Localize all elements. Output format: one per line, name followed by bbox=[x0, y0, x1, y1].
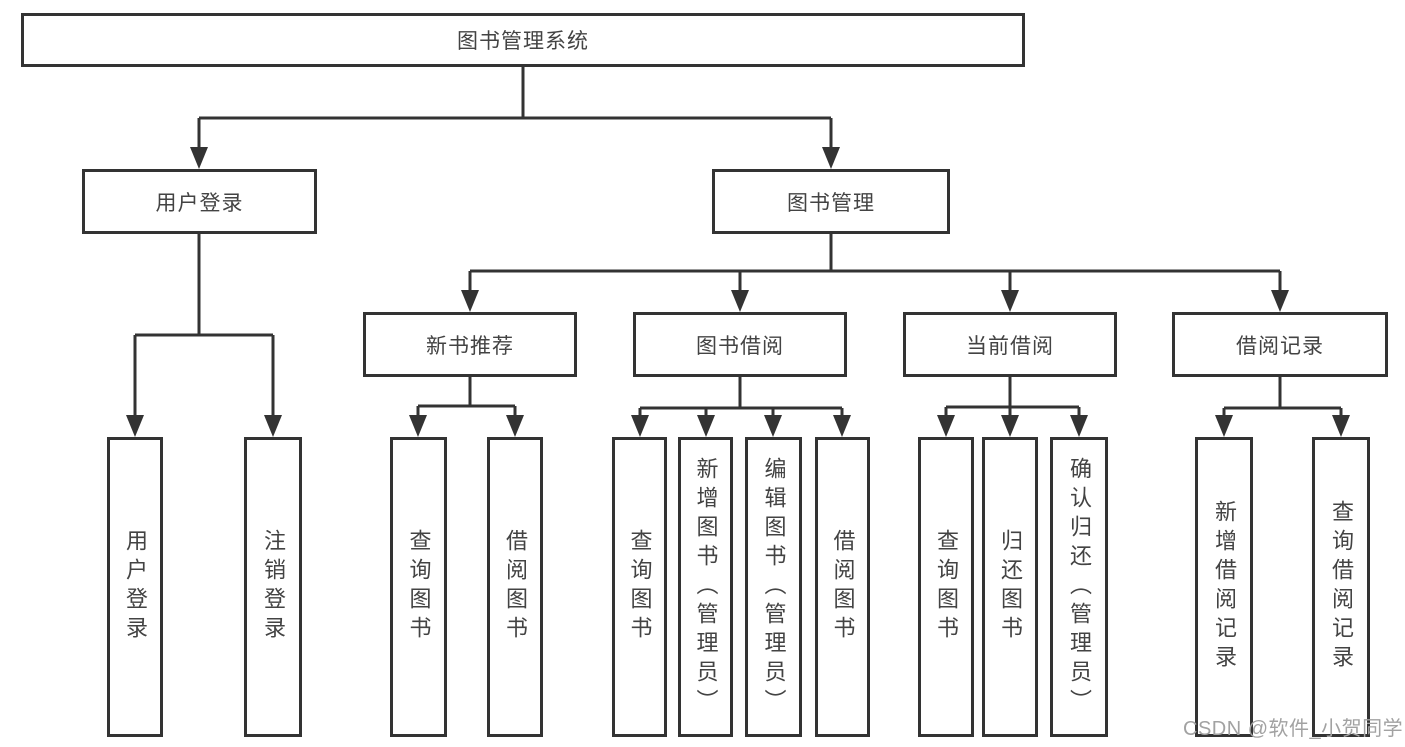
leaf-borrowing-query-books: 查询图书 bbox=[612, 437, 667, 737]
arrowhead bbox=[937, 415, 955, 437]
leaf-borrowing-edit-books-admin: 编辑图书（管理员） bbox=[745, 437, 802, 737]
leaf-logout: 注销登录 bbox=[244, 437, 302, 737]
leaf-records-add-record: 新增借阅记录 bbox=[1195, 437, 1253, 737]
csdn-watermark: CSDN @软件_小贺同学 bbox=[1183, 718, 1404, 740]
leaf-borrowing-borrow-books: 借阅图书 bbox=[815, 437, 870, 737]
arrowhead bbox=[833, 415, 851, 437]
node-book-management: 图书管理 bbox=[712, 169, 950, 234]
arrowhead bbox=[1001, 290, 1019, 312]
node-current-borrowing: 当前借阅 bbox=[903, 312, 1117, 377]
node-borrowing-records: 借阅记录 bbox=[1172, 312, 1388, 377]
connector-user-login-children bbox=[126, 234, 282, 437]
arrowhead bbox=[822, 147, 840, 169]
connector-borrowing-records-children bbox=[1215, 377, 1350, 437]
arrowhead bbox=[190, 147, 208, 169]
arrowhead bbox=[1271, 290, 1289, 312]
arrowhead bbox=[697, 415, 715, 437]
leaf-borrowing-add-books-admin: 新增图书（管理员） bbox=[678, 437, 733, 737]
connector-current-borrowing-children bbox=[937, 377, 1088, 437]
node-book-borrowing: 图书借阅 bbox=[633, 312, 847, 377]
arrowhead bbox=[1215, 415, 1233, 437]
node-library-management-system: 图书管理系统 bbox=[21, 13, 1025, 67]
leaf-records-query-record: 查询借阅记录 bbox=[1312, 437, 1370, 737]
arrowhead bbox=[264, 415, 282, 437]
leaf-current-confirm-return-admin: 确认归还（管理员） bbox=[1050, 437, 1108, 737]
node-new-book-recommendation: 新书推荐 bbox=[363, 312, 577, 377]
connector-book-management-children bbox=[461, 234, 1289, 312]
arrowhead bbox=[764, 415, 782, 437]
connector-new-book-rec-children bbox=[409, 377, 524, 437]
leaf-current-query-books: 查询图书 bbox=[918, 437, 974, 737]
arrowhead bbox=[126, 415, 144, 437]
arrowhead bbox=[631, 415, 649, 437]
leaf-newrec-borrow-books: 借阅图书 bbox=[487, 437, 543, 737]
arrowhead bbox=[1332, 415, 1350, 437]
arrowhead bbox=[409, 415, 427, 437]
arrowhead bbox=[461, 290, 479, 312]
connector-root-to-level2 bbox=[190, 67, 840, 169]
leaf-user-login: 用户登录 bbox=[107, 437, 163, 737]
connector-book-borrowing-children bbox=[631, 377, 851, 437]
arrowhead bbox=[731, 290, 749, 312]
node-user-login: 用户登录 bbox=[82, 169, 317, 234]
arrowhead bbox=[1070, 415, 1088, 437]
arrowhead bbox=[506, 415, 524, 437]
leaf-current-return-books: 归还图书 bbox=[982, 437, 1038, 737]
leaf-newrec-query-books: 查询图书 bbox=[390, 437, 447, 737]
arrowhead bbox=[1001, 415, 1019, 437]
